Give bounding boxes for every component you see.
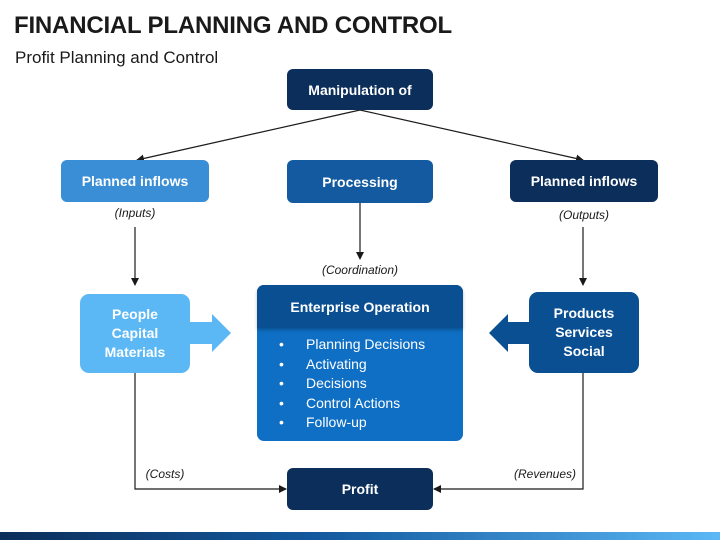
output-block-arrow bbox=[489, 314, 530, 352]
bullet-icon: • bbox=[279, 414, 284, 430]
revenues-note: (Revenues) bbox=[513, 467, 577, 481]
bullet-icon: • bbox=[279, 336, 284, 352]
outputs-box: Products Services Social bbox=[529, 292, 639, 373]
input-block-arrow bbox=[190, 314, 231, 352]
manipulation-box: Manipulation of bbox=[287, 69, 433, 110]
enterprise-title: Enterprise Operation bbox=[257, 285, 463, 328]
bottom-accent-bar bbox=[0, 532, 720, 540]
planned-inflows-right-label: Planned inflows bbox=[530, 173, 638, 189]
outputs-note: (Outputs) bbox=[558, 208, 609, 222]
outputs-line: Services bbox=[555, 324, 613, 341]
manipulation-label: Manipulation of bbox=[308, 81, 412, 98]
profit-box: Profit bbox=[287, 468, 433, 510]
processing-box: Processing bbox=[287, 160, 433, 203]
costs-connector bbox=[134, 373, 287, 493]
enterprise-item: •Activating bbox=[279, 355, 425, 375]
enterprise-operation-box: Enterprise Operation •Planning Decisions… bbox=[257, 285, 463, 441]
revenues-connector bbox=[433, 373, 584, 493]
enterprise-item: •Control Actions bbox=[279, 394, 425, 414]
inputs-box: People Capital Materials bbox=[80, 294, 190, 373]
coordination-note: (Coordination) bbox=[321, 263, 399, 277]
page-title: FINANCIAL PLANNING AND CONTROL bbox=[14, 12, 452, 39]
bullet-icon: • bbox=[279, 394, 284, 411]
outputs-list: Products Services Social bbox=[554, 304, 615, 361]
inputs-line: People bbox=[112, 306, 158, 323]
planned-inflows-right-box: Planned inflows bbox=[510, 160, 658, 202]
inputs-note: (Inputs) bbox=[114, 206, 156, 220]
inputs-list: People Capital Materials bbox=[105, 305, 166, 362]
arrow-to-planned-inflows-left bbox=[136, 109, 361, 163]
enterprise-item: •Planning Decisions bbox=[279, 335, 425, 355]
processing-label: Processing bbox=[322, 173, 398, 190]
page-subtitle: Profit Planning and Control bbox=[15, 48, 219, 67]
planned-inflows-left-label: Planned inflows bbox=[81, 173, 189, 189]
bullet-icon: • bbox=[279, 375, 284, 391]
outputs-line: Social bbox=[563, 342, 605, 359]
bullet-icon: • bbox=[279, 355, 284, 372]
inputs-line: Capital bbox=[111, 325, 159, 342]
outputs-line: Products bbox=[553, 305, 615, 322]
enterprise-items: •Planning Decisions •Activating •Decisio… bbox=[279, 335, 425, 433]
profit-label: Profit bbox=[341, 481, 379, 497]
enterprise-item: •Follow-up bbox=[279, 413, 425, 433]
enterprise-item: •Decisions bbox=[279, 374, 425, 394]
planned-inflows-left-box: Planned inflows bbox=[61, 160, 209, 202]
arrow-to-planned-inflows-right bbox=[359, 109, 584, 163]
costs-note: (Costs) bbox=[145, 467, 185, 481]
inputs-line: Materials bbox=[104, 343, 166, 360]
